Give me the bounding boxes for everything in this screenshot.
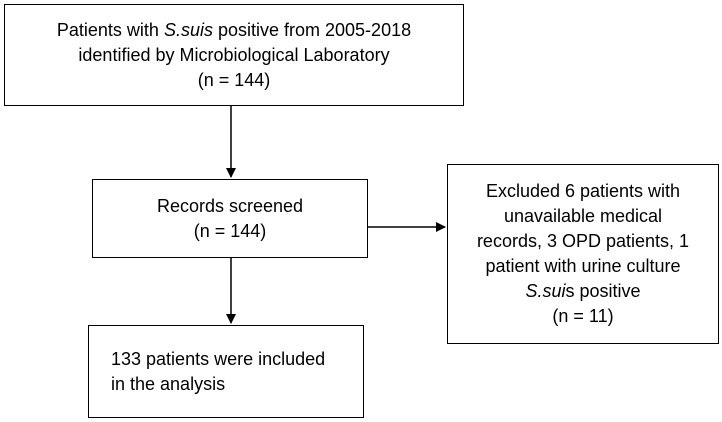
- excluded-line-5: S.suis positive: [525, 281, 641, 301]
- included-line-2: in the analysis: [111, 373, 226, 394]
- identified-patients-line-1: Patients with S.suis positive from 2005-…: [56, 19, 412, 40]
- records-screened-label: Records screened: [156, 195, 304, 216]
- included-line-1: 133 patients were included: [111, 348, 326, 369]
- identified-patients-box: Patients with S.suis positive from 2005-…: [4, 4, 464, 106]
- identified-patients-line-2: identified by Microbiological Laboratory: [78, 44, 390, 65]
- excluded-patients-box: Excluded 6 patients with unavailable med…: [447, 164, 719, 344]
- species-name-italic: S.sui: [525, 281, 566, 301]
- excluded-line-2: unavailable medical: [503, 206, 663, 226]
- records-screened-box: Records screened (n = 144): [92, 179, 368, 258]
- identified-patients-count: (n = 144): [197, 69, 271, 90]
- records-screened-count: (n = 144): [193, 220, 267, 241]
- excluded-count: (n = 11): [552, 306, 614, 326]
- included-patients-box: 133 patients were included in the analys…: [88, 325, 364, 418]
- excluded-line-3: records, 3 OPD patients, 1: [476, 231, 690, 251]
- excluded-line-4: patient with urine culture: [485, 256, 681, 276]
- excluded-line-1: Excluded 6 patients with: [485, 181, 681, 201]
- species-name-italic: S.suis: [163, 19, 213, 40]
